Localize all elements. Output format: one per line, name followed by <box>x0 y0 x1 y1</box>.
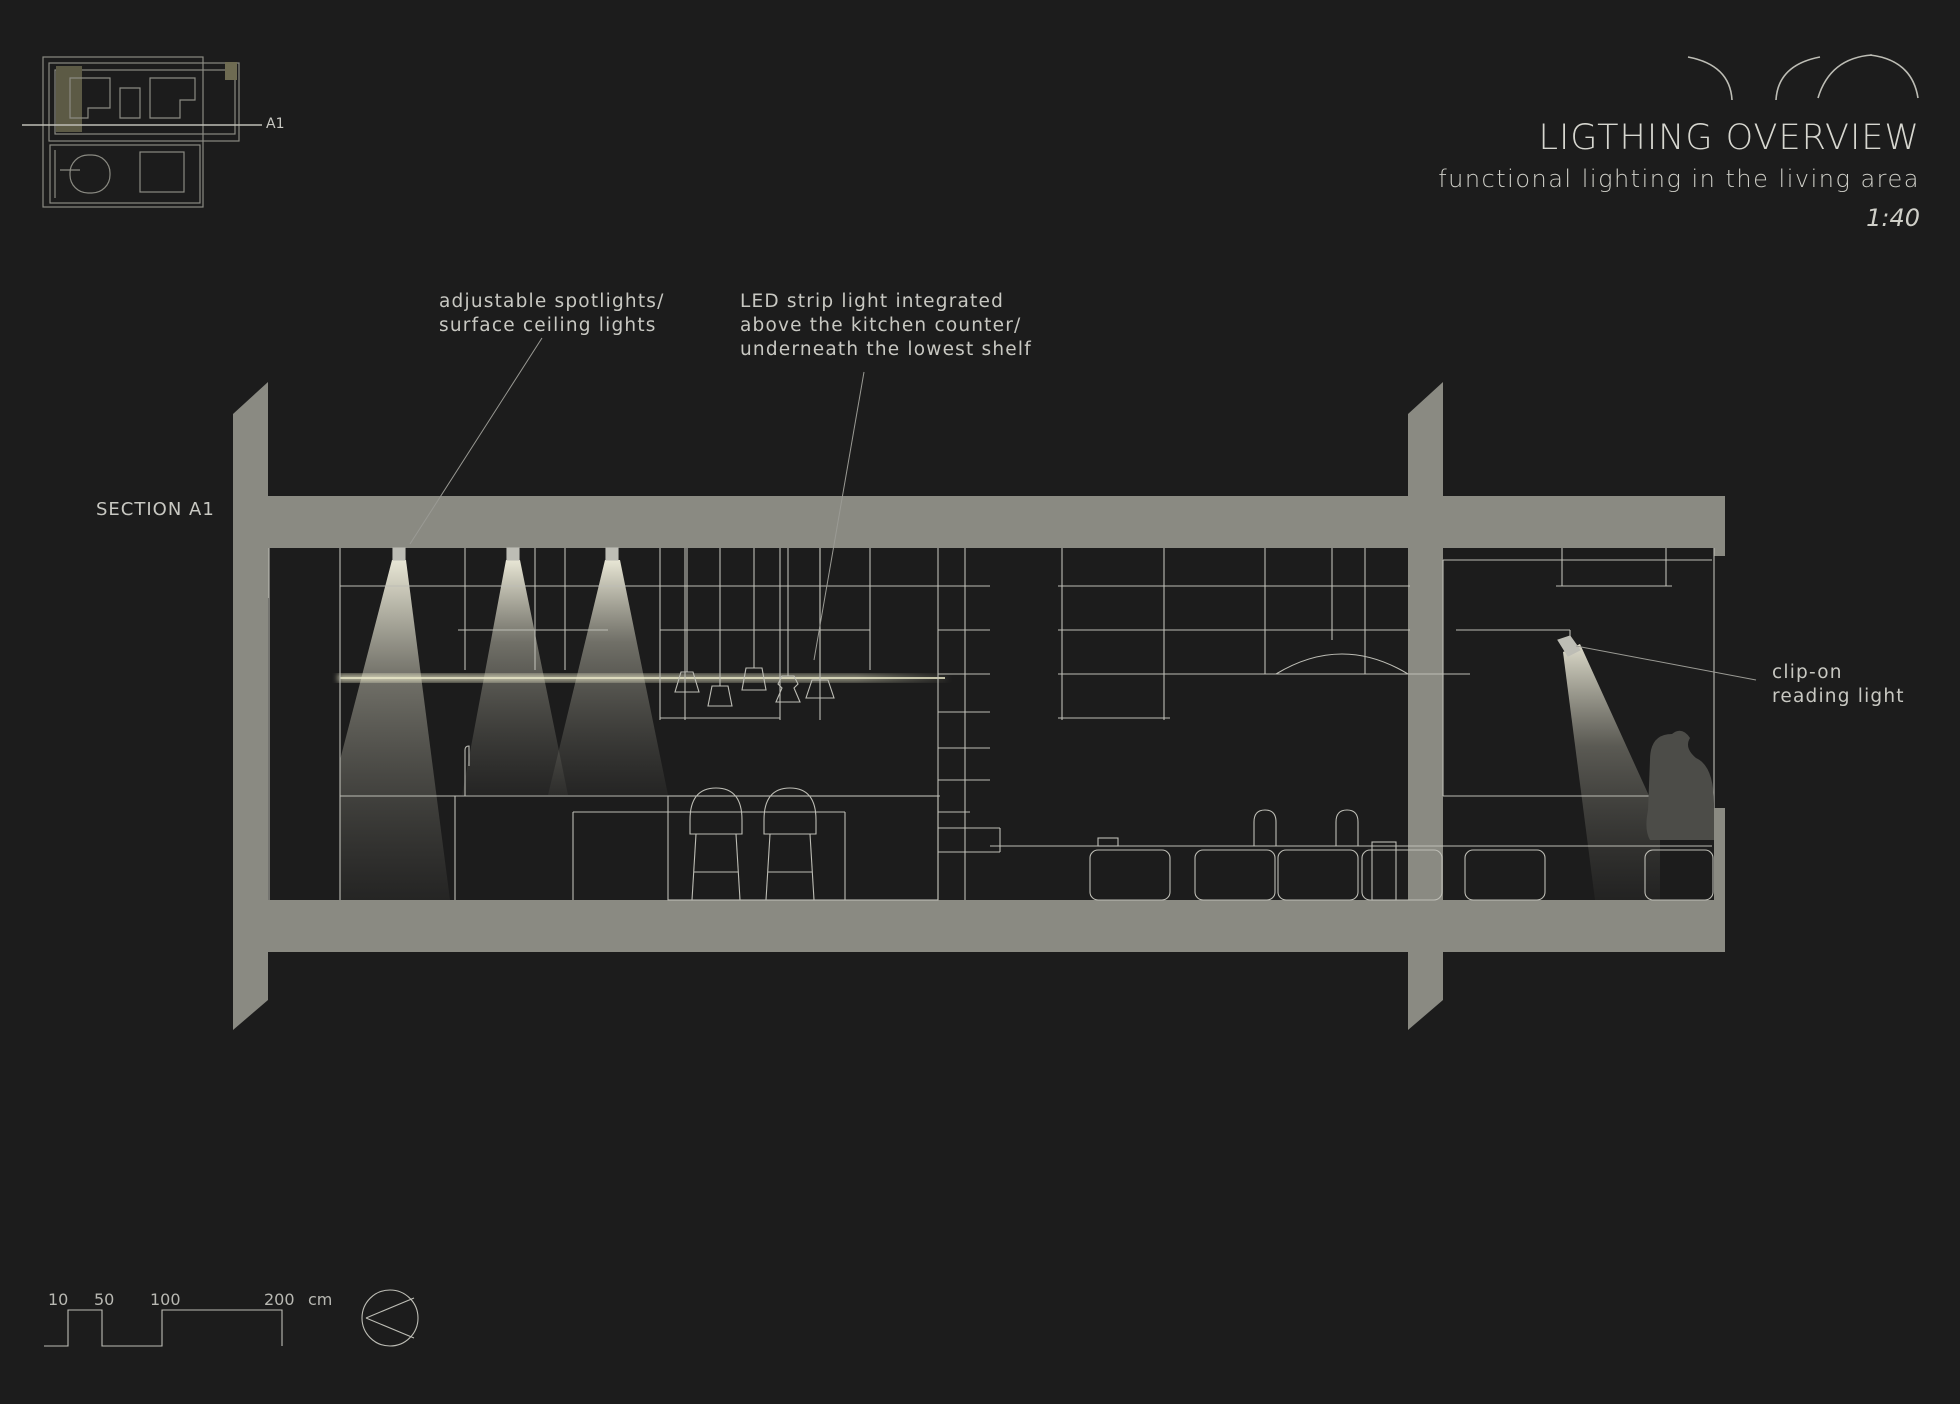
annotation-led-line-1: LED strip light integrated <box>740 291 1005 312</box>
annotation-led-strip: LED strip light integrated above the kit… <box>740 290 1032 362</box>
leader-reading-light <box>1575 645 1757 681</box>
left-wall-top-cap <box>233 548 269 598</box>
pendant-5 <box>805 679 835 699</box>
person-silhouette <box>1646 730 1714 840</box>
pendant-1 <box>674 671 700 693</box>
spotlight-fixture-1 <box>392 547 406 561</box>
cushion-2 <box>1335 809 1359 846</box>
annotation-led-line-3: underneath the lowest shelf <box>740 339 1032 360</box>
north-arrow <box>361 1289 419 1347</box>
arc-1 <box>1687 56 1733 101</box>
stool-2-seat <box>763 787 817 835</box>
keyplan-outline <box>42 56 204 208</box>
annotation-spotlights: adjustable spotlights/ surface ceiling l… <box>439 290 665 338</box>
scale-label-200: 200 <box>264 1290 295 1309</box>
keyplan-highlight-corner <box>225 62 237 80</box>
keyplan-lower-wall <box>54 150 80 198</box>
keyplan-room-a <box>69 77 111 119</box>
spotlight-beam-1 <box>340 560 450 900</box>
led-strip <box>338 674 948 682</box>
stool-1-seat <box>689 787 743 835</box>
annotation-led-line-2: above the kitchen counter/ <box>740 315 1022 336</box>
page-title: LIGTHING OVERVIEW <box>1538 118 1920 158</box>
drawing-scale: 1:40 <box>1866 204 1920 232</box>
scale-label-50: 50 <box>94 1290 115 1309</box>
annotation-reading-light: clip-on reading light <box>1772 661 1905 709</box>
arc-3 <box>1817 54 1873 99</box>
section-label: SECTION A1 <box>96 499 215 520</box>
scale-label-100: 100 <box>150 1290 181 1309</box>
interior-linework <box>268 337 1757 901</box>
logo-arcs <box>1687 54 1919 101</box>
north-arrow-circle <box>361 1289 419 1347</box>
right-ceiling-cap <box>1714 548 1725 556</box>
keyplan-upper-inner <box>54 69 236 135</box>
bench-seating <box>990 809 1714 901</box>
small-object <box>1097 837 1119 847</box>
kitchen-counter <box>340 745 940 901</box>
keyplan-room-c <box>119 87 141 119</box>
scale-bar-line <box>44 1309 283 1347</box>
key-plan <box>22 56 262 208</box>
pendant-4 <box>775 675 801 703</box>
reading-light-beam <box>1563 644 1660 900</box>
kitchen-faucet <box>464 745 470 796</box>
pendant-dome-lamp <box>1275 653 1409 675</box>
pendant-lights <box>674 548 835 707</box>
structure <box>233 382 1725 1030</box>
leader-spotlights <box>409 337 543 545</box>
annotation-reading-line-2: reading light <box>1772 686 1905 707</box>
scale-bar <box>44 1309 283 1347</box>
clip-on-lamp <box>1557 635 1581 657</box>
ladder-shelf <box>937 548 1001 900</box>
cushion-1 <box>1253 809 1277 846</box>
leader-led-strip <box>813 371 865 661</box>
keyplan-section-marker: A1 <box>266 116 285 132</box>
leader-lines <box>409 337 1757 681</box>
floor-slab <box>233 900 1725 952</box>
spotlight-fixture-2 <box>506 547 520 561</box>
annotation-reading-line-1: clip-on <box>1772 662 1843 683</box>
spotlight-beams <box>340 560 1660 900</box>
annotation-spotlights-line-2: surface ceiling lights <box>439 315 657 336</box>
keyplan-oval <box>69 154 111 194</box>
arc-2 <box>1775 56 1821 101</box>
keyplan-highlight-wall <box>56 66 82 132</box>
keyplan-lower-block <box>49 144 201 204</box>
annotation-spotlights-line-1: adjustable spotlights/ <box>439 291 665 312</box>
arc-4 <box>1869 54 1919 99</box>
page-subtitle: functional lighting in the living area <box>1438 165 1920 193</box>
keyplan-lower-room <box>139 151 185 193</box>
spotlight-fixtures <box>392 547 619 561</box>
spotlight-fixture-3 <box>605 547 619 561</box>
pendant-2 <box>707 685 733 707</box>
living-shelving <box>1058 548 1470 720</box>
keyplan-upper-block <box>48 62 240 142</box>
right-floor-cap <box>1714 808 1725 900</box>
scale-label-10: 10 <box>48 1290 69 1309</box>
pendant-3 <box>741 667 767 691</box>
reading-nook <box>1442 548 1714 840</box>
keyplan-room-b <box>149 77 196 119</box>
ceiling-slab <box>233 496 1725 548</box>
north-arrow-pointer <box>365 1297 415 1339</box>
bar-stools <box>689 787 817 901</box>
scale-label-unit: cm <box>308 1290 333 1309</box>
